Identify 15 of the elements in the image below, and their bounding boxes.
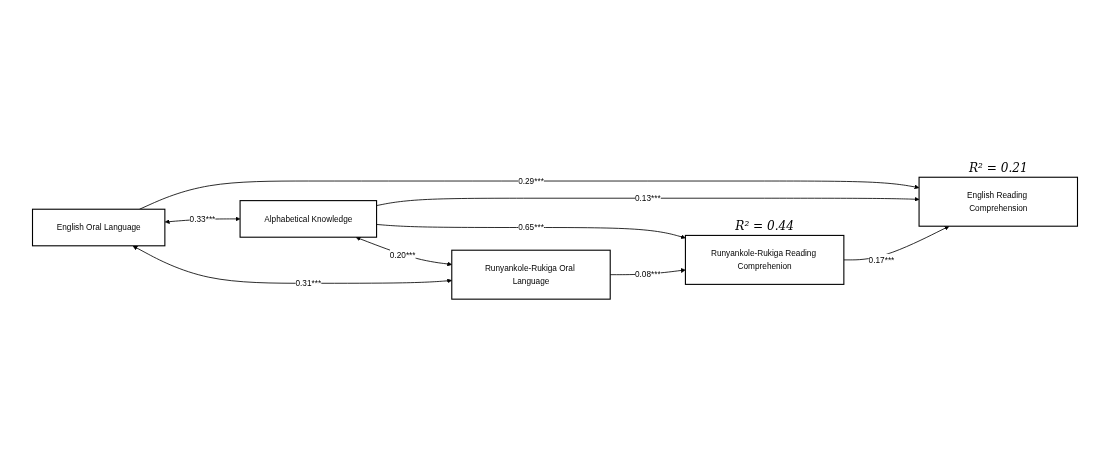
- edge-label: 0.65***: [517, 222, 544, 232]
- edge-label: 0.33***: [189, 213, 215, 224]
- edge-label: 0.20***: [389, 250, 416, 260]
- node-box: Alphabetical Knowledge: [239, 200, 377, 238]
- edge-label: 0.29***: [517, 175, 544, 186]
- edge-label: 0.17***: [868, 254, 894, 265]
- edge-label: 0.08***: [634, 269, 661, 279]
- r-squared-value: R² = 0.44: [734, 218, 794, 233]
- node-box: English Oral Language: [31, 208, 165, 247]
- node-box: Runyankole-Rukiga Reading Comprehenion: [684, 234, 844, 285]
- edge-label: 0.31***: [294, 278, 321, 288]
- r-squared-value: R² = 0.21: [968, 160, 1028, 175]
- node-box: English Reading Comprehension: [918, 176, 1078, 227]
- edge-label: 0.13***: [634, 193, 661, 203]
- node-box: Runyankole-Rukiga Oral Language: [450, 249, 611, 300]
